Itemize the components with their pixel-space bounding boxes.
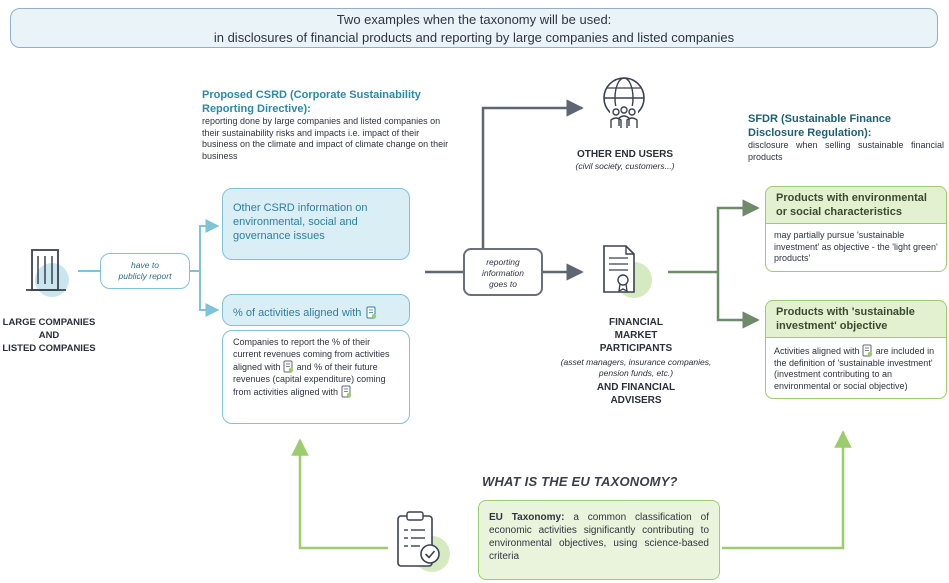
banner-line-2: in disclosures of financial products and…: [213, 30, 735, 45]
fmp-label: FINANCIAL MARKET PARTICIPANTS (asset man…: [556, 316, 716, 407]
sfdr-section: SFDR (Sustainable Finance Disclosure Reg…: [748, 112, 944, 163]
reporting-line-2: information: [481, 268, 525, 278]
taxonomy-mini-icon: [283, 360, 294, 373]
connector-to-prod-env: [716, 199, 760, 272]
connector-to-end-users: [481, 99, 584, 248]
have-to-line-2: publicly report: [118, 271, 172, 281]
building-icon: [22, 244, 72, 300]
taxonomy-mini-icon: [366, 306, 377, 319]
connector-taxonomy-right: [722, 430, 852, 550]
csrd-title: Proposed CSRD (Corporate Sustainability …: [202, 89, 421, 115]
banner-line-1: Two examples when the taxonomy will be u…: [336, 12, 612, 27]
end-users-label: OTHER END USERS (civil society, customer…: [550, 148, 700, 172]
connector-taxonomy-left: [291, 438, 388, 550]
end-users-title: OTHER END USERS: [576, 149, 674, 160]
have-to-line-1: have to: [131, 260, 159, 270]
prod-env-box: Products with environmental or social ch…: [765, 186, 947, 272]
fmp-line-2: MARKET: [614, 330, 658, 341]
fmp-sub: (asset managers, insurance companies, pe…: [560, 357, 712, 378]
sfdr-description: disclosure when selling sustainable fina…: [748, 140, 944, 162]
fmp-line-5: ADVISERS: [610, 395, 662, 406]
csrd-description: reporting done by large companies and li…: [202, 116, 449, 161]
header-banner: Two examples when the taxonomy will be u…: [10, 8, 938, 48]
aligned-label: % of activities aligned with: [233, 307, 362, 319]
reporting-line-1: reporting: [486, 257, 520, 267]
taxonomy-text: a common classification of economic acti…: [489, 512, 709, 562]
connector-branch-aligned: [199, 271, 220, 317]
other-csrd-box: Other CSRD information on environmental,…: [222, 188, 410, 260]
aligned-header-box: % of activities aligned with: [222, 294, 410, 326]
connector-branch-csrd: [190, 219, 220, 272]
taxonomy-bold: EU Taxonomy:: [489, 512, 565, 523]
taxonomy-question: WHAT IS THE EU TAXONOMY?: [482, 474, 678, 489]
fmp-line-3: PARTICIPANTS: [599, 343, 673, 354]
taxonomy-box: EU Taxonomy: a common classification of …: [478, 500, 720, 580]
reporting-line-3: goes to: [489, 279, 517, 289]
csrd-section: Proposed CSRD (Corporate Sustainability …: [202, 88, 450, 162]
aligned-desc-2: and % of their future revenues (capital …: [233, 362, 386, 397]
prod-sust-box: Products with 'sustainable investment' o…: [765, 300, 947, 399]
companies-line-1: LARGE COMPANIES: [2, 317, 96, 328]
aligned-body-box: Companies to report the % of their curre…: [222, 330, 410, 424]
fmp-line-1: FINANCIAL: [609, 317, 663, 328]
prod-env-body: may partially pursue 'sustainable invest…: [765, 224, 947, 272]
companies-line-2: AND: [38, 330, 60, 341]
certificate-icon: [594, 240, 658, 304]
prod-sust-body-1: Activities aligned with: [774, 346, 860, 356]
end-users-sub: (civil society, customers...): [575, 161, 675, 171]
other-csrd-label: Other CSRD information on environmental,…: [233, 202, 368, 242]
prod-sust-body-2: are included in the definition of 'susta…: [774, 346, 935, 391]
have-to-report-pill: have to publicly report: [100, 253, 190, 289]
fmp-line-4: AND FINANCIAL: [596, 382, 676, 393]
sfdr-title: SFDR (Sustainable Finance Disclosure Reg…: [748, 113, 892, 139]
taxonomy-mini-icon: [341, 385, 352, 398]
prod-sust-head: Products with 'sustainable investment' o…: [765, 300, 947, 338]
prod-env-head: Products with environmental or social ch…: [765, 186, 947, 224]
prod-sust-body: Activities aligned with are included in …: [765, 338, 947, 399]
clipboard-check-icon: [388, 508, 458, 578]
connector-to-prod-sust: [716, 272, 760, 329]
globe-people-icon: [596, 74, 652, 134]
companies-line-3: LISTED COMPANIES: [2, 343, 96, 354]
taxonomy-mini-icon: [862, 344, 873, 357]
reporting-pill: reporting information goes to: [463, 248, 543, 296]
aligned-desc-1: Companies to report the % of their curre…: [233, 337, 390, 372]
companies-label: LARGE COMPANIES AND LISTED COMPANIES: [0, 316, 108, 355]
